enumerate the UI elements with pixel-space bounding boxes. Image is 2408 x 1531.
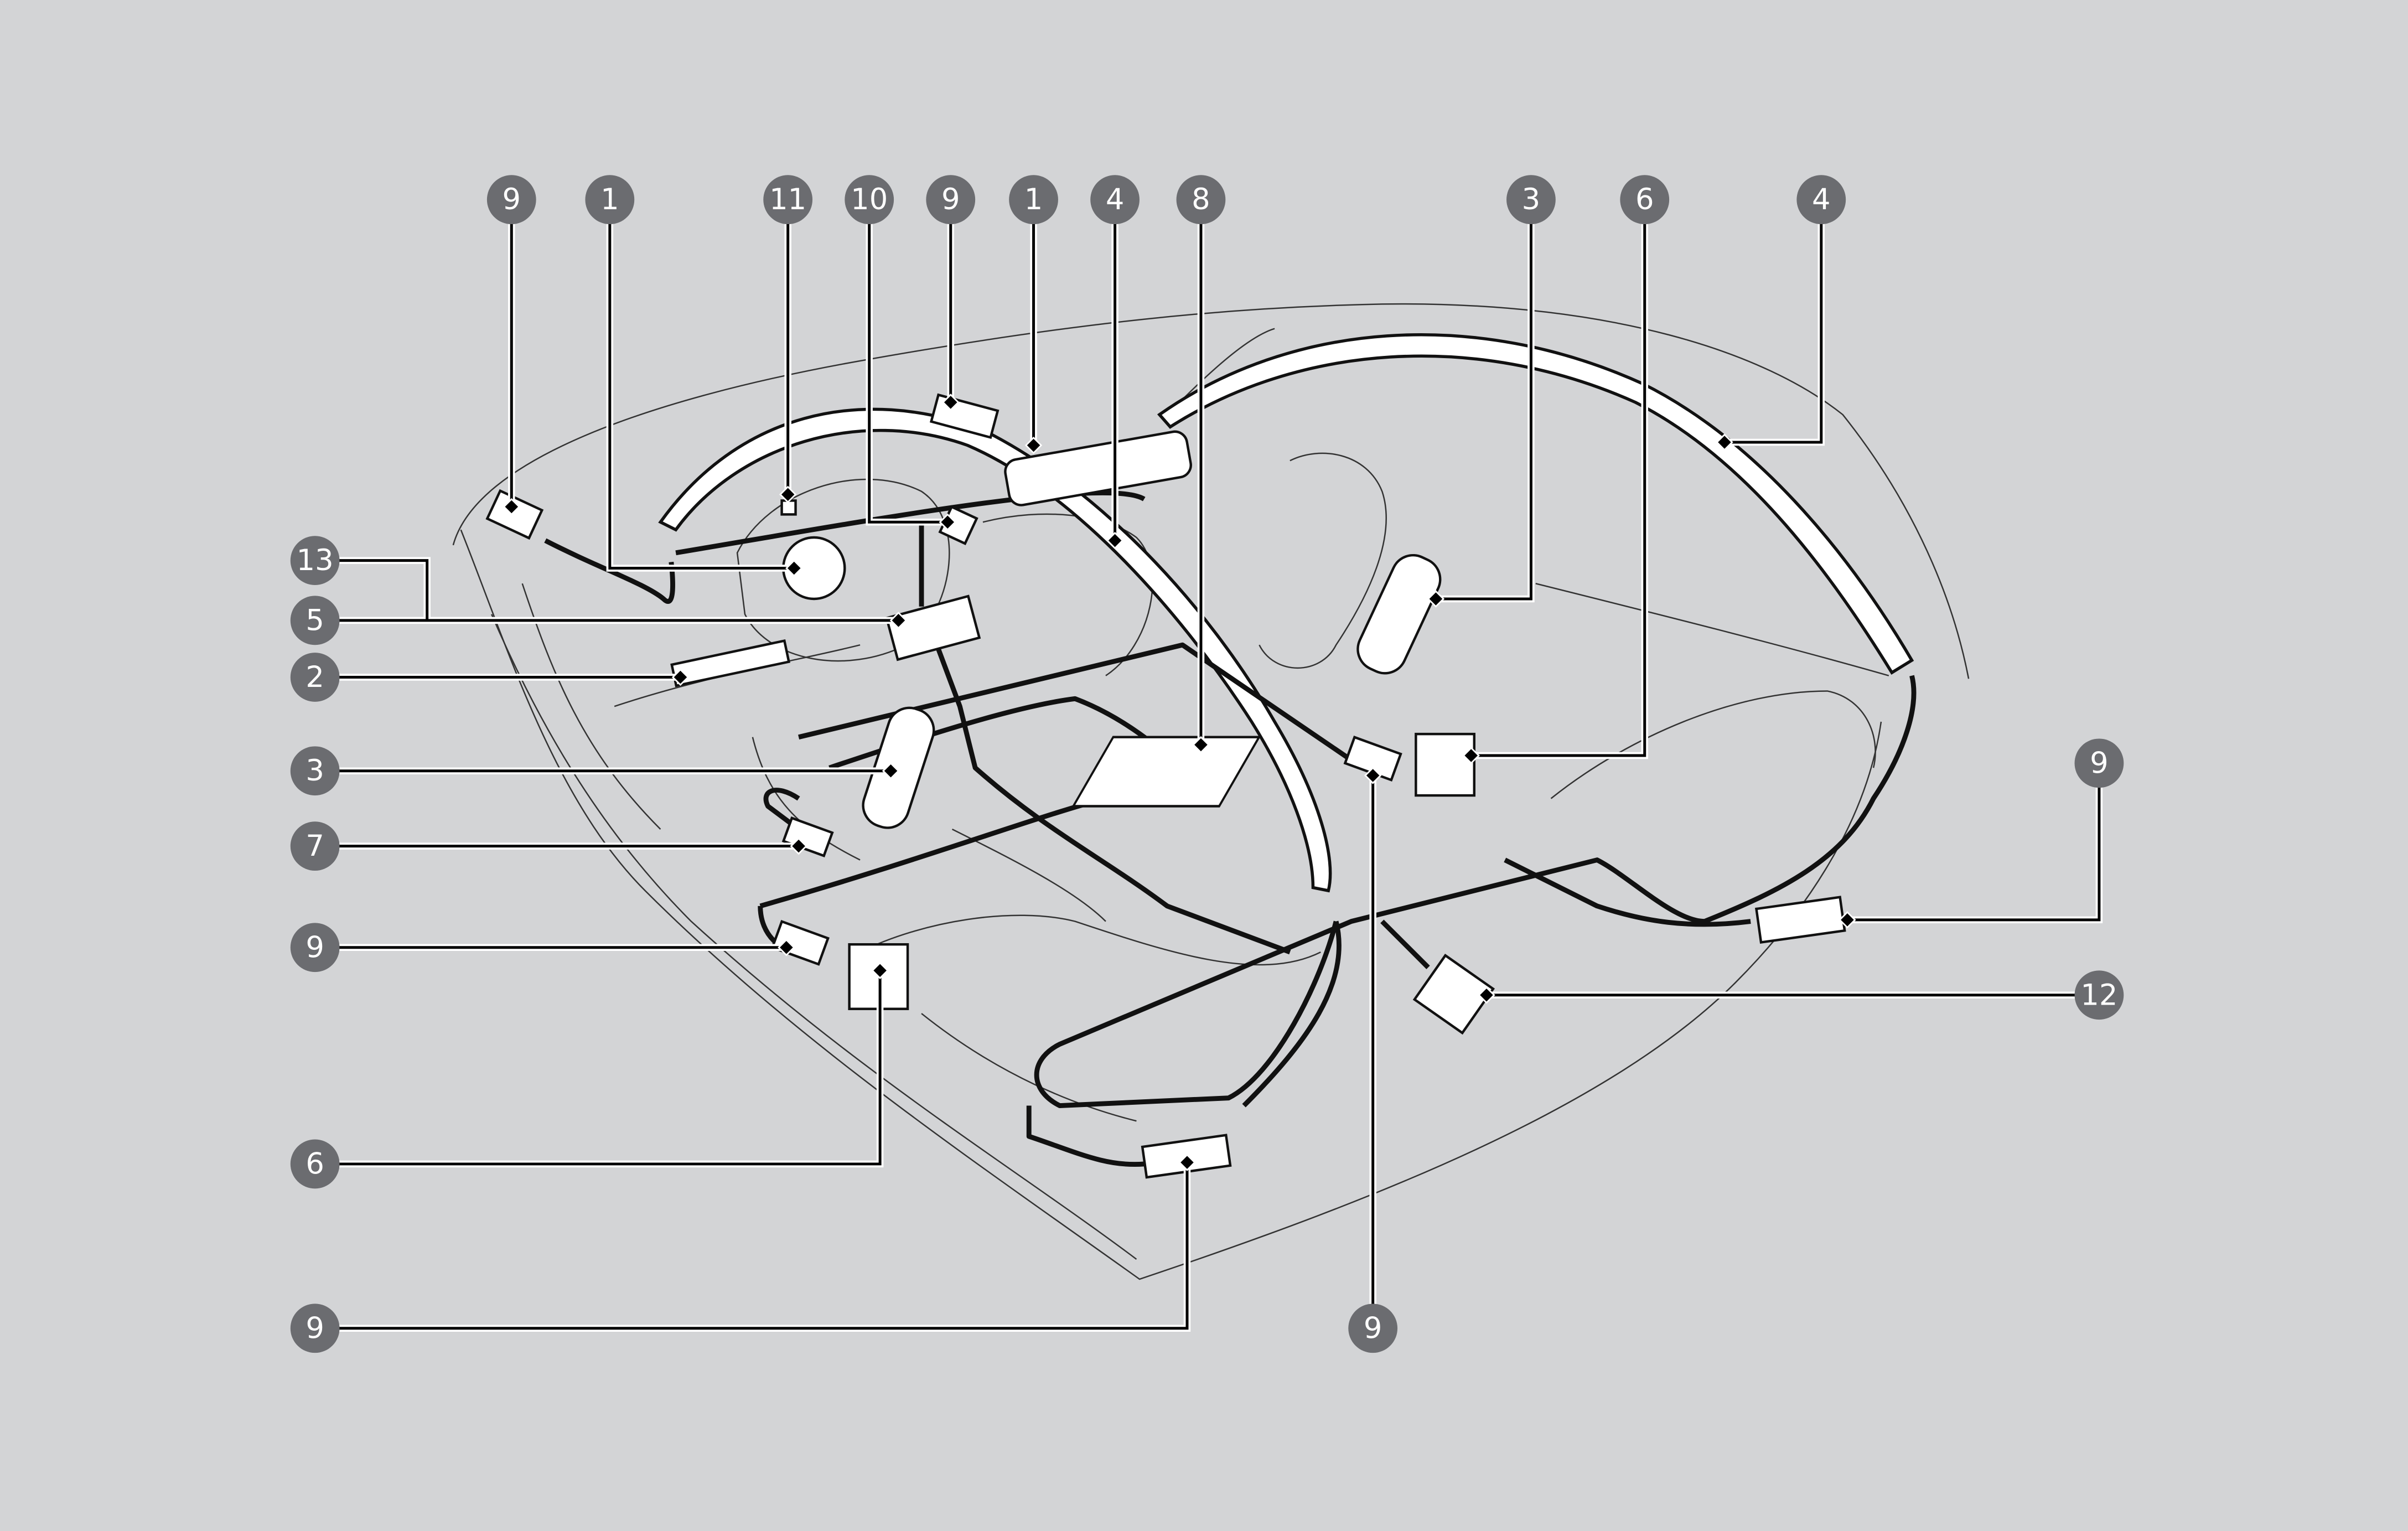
callout-badge: 1 xyxy=(1009,175,1058,225)
callout-badge: 9 xyxy=(290,1304,340,1353)
callout-badge: 11 xyxy=(763,175,813,225)
callout-number: 9 xyxy=(305,930,324,964)
callout-number: 13 xyxy=(297,544,334,577)
front-seat-airbag-right xyxy=(1356,554,1442,675)
callout-number: 4 xyxy=(1812,183,1831,216)
callout-badge: 1 xyxy=(585,175,635,225)
callout-number: 9 xyxy=(503,183,521,216)
occupant-sensor-mat xyxy=(1071,736,1261,808)
callout-number: 2 xyxy=(305,660,324,694)
curtain-airbags xyxy=(658,333,1914,893)
callout-number: 4 xyxy=(1106,183,1125,216)
callout-number: 1 xyxy=(600,183,619,216)
rear-sensor-right xyxy=(1755,896,1846,944)
callout-badges: 9 1 11 10 9 1 4 8 3 6 4 13 5 2 3 7 9 6 9… xyxy=(290,175,2124,1353)
callout-badge: 7 xyxy=(290,821,340,871)
callout-number: 5 xyxy=(305,603,324,637)
callout-badge: 6 xyxy=(1620,175,1670,225)
callout-badge: 6 xyxy=(290,1139,340,1189)
callout-badge: 9 xyxy=(1348,1304,1398,1353)
front-seat-airbag-left xyxy=(862,706,935,829)
leader-end-markers xyxy=(503,394,1856,1171)
rear-crash-sensor xyxy=(1412,954,1495,1035)
buckle-switch xyxy=(781,816,834,857)
leader-lines xyxy=(315,199,2103,1332)
callout-badge: 3 xyxy=(290,746,340,796)
callout-number: 1 xyxy=(1024,183,1043,216)
wiring-harness xyxy=(544,490,1917,1167)
callout-number: 10 xyxy=(851,183,888,216)
callout-badge: 8 xyxy=(1176,175,1226,225)
callout-badge: 5 xyxy=(290,596,340,645)
callout-badge: 9 xyxy=(926,175,976,225)
callout-badge: 12 xyxy=(2074,970,2124,1020)
callout-number: 7 xyxy=(305,829,324,863)
callout-number: 11 xyxy=(769,183,806,216)
callout-badge: 4 xyxy=(1796,175,1846,225)
seat-belt-pretensioner-right xyxy=(1415,732,1476,797)
callout-badge: 9 xyxy=(486,175,536,225)
callout-number: 3 xyxy=(1522,183,1541,216)
callout-number: 3 xyxy=(305,754,324,788)
indicator-light xyxy=(780,499,797,516)
callout-badge: 13 xyxy=(290,536,340,586)
callout-badge: 9 xyxy=(2074,738,2124,788)
callout-number: 12 xyxy=(2080,978,2117,1012)
callout-number: 8 xyxy=(1192,183,1210,216)
front-impact-sensor-left xyxy=(485,489,544,540)
callout-number: 9 xyxy=(941,183,960,216)
callout-badge: 10 xyxy=(845,175,894,225)
callout-number: 9 xyxy=(1364,1311,1382,1345)
callout-number: 9 xyxy=(305,1311,324,1345)
side-sensor-front-left xyxy=(770,919,830,966)
callout-number: 6 xyxy=(305,1147,324,1181)
callout-number: 6 xyxy=(1635,183,1654,216)
passenger-airbag xyxy=(1004,430,1192,506)
knee-airbag xyxy=(670,639,791,687)
srs-unit xyxy=(885,594,981,661)
callout-badge: 9 xyxy=(290,923,340,973)
callout-badge: 3 xyxy=(1506,175,1556,225)
callout-badge: 2 xyxy=(290,653,340,702)
callout-badge: 4 xyxy=(1090,175,1140,225)
callout-number: 9 xyxy=(2090,746,2109,780)
